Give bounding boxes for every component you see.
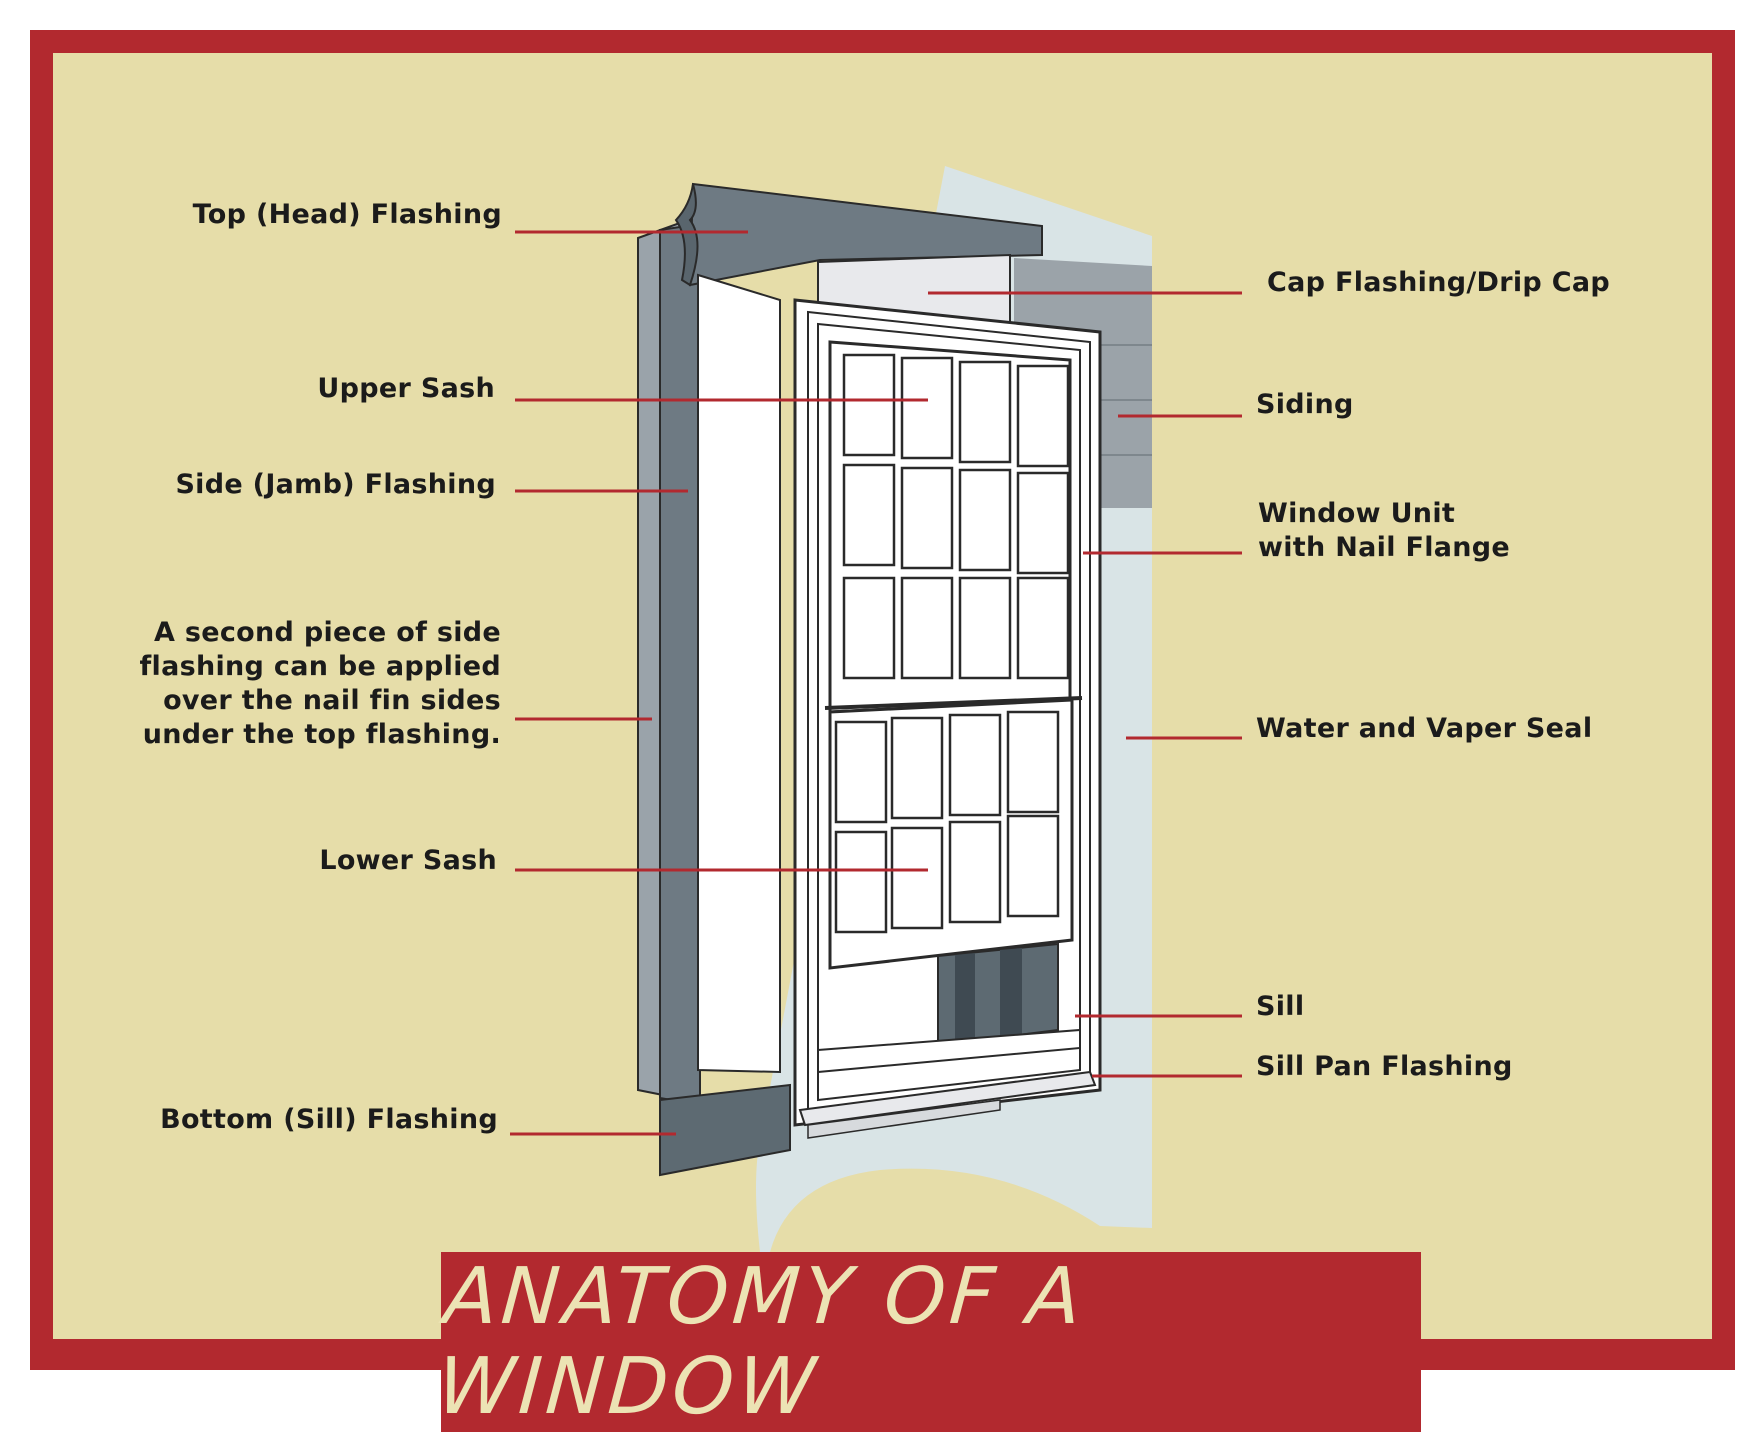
sill-shape [817,1028,1081,1074]
bottom-sill-flashing-shape [659,1083,791,1177]
label-sill-pan-flashing: Sill Pan Flashing [1256,1051,1513,1082]
page-title: ANATOMY OF A WINDOW [434,1252,1088,1432]
label-cap-flashing: Cap Flashing/Drip Cap [1267,267,1611,298]
upper-sash-panes [842,353,1070,680]
label-bottom-sill-flashing: Bottom (Sill) Flashing [160,1104,498,1135]
label-window-unit: Window Unit with Nail Flange [1258,498,1511,563]
label-top-head-flashing: Top (Head) Flashing [192,199,502,230]
label-sill: Sill [1256,991,1305,1022]
label-upper-sash: Upper Sash [317,373,495,404]
label-water-vapor-seal: Water and Vaper Seal [1256,713,1593,744]
label-siding: Siding [1256,389,1354,420]
leader-lines [510,230,1242,1136]
lower-sash-panes [834,710,1060,934]
sill-pan-flashing-shape [798,1070,1097,1127]
label-second-side-flashing: A second piece of side flashing can be a… [139,617,501,750]
title-banner: ANATOMY OF A WINDOW [435,1252,1421,1432]
label-side-jamb-flashing: Side (Jamb) Flashing [175,469,496,500]
label-lower-sash: Lower Sash [319,845,497,876]
